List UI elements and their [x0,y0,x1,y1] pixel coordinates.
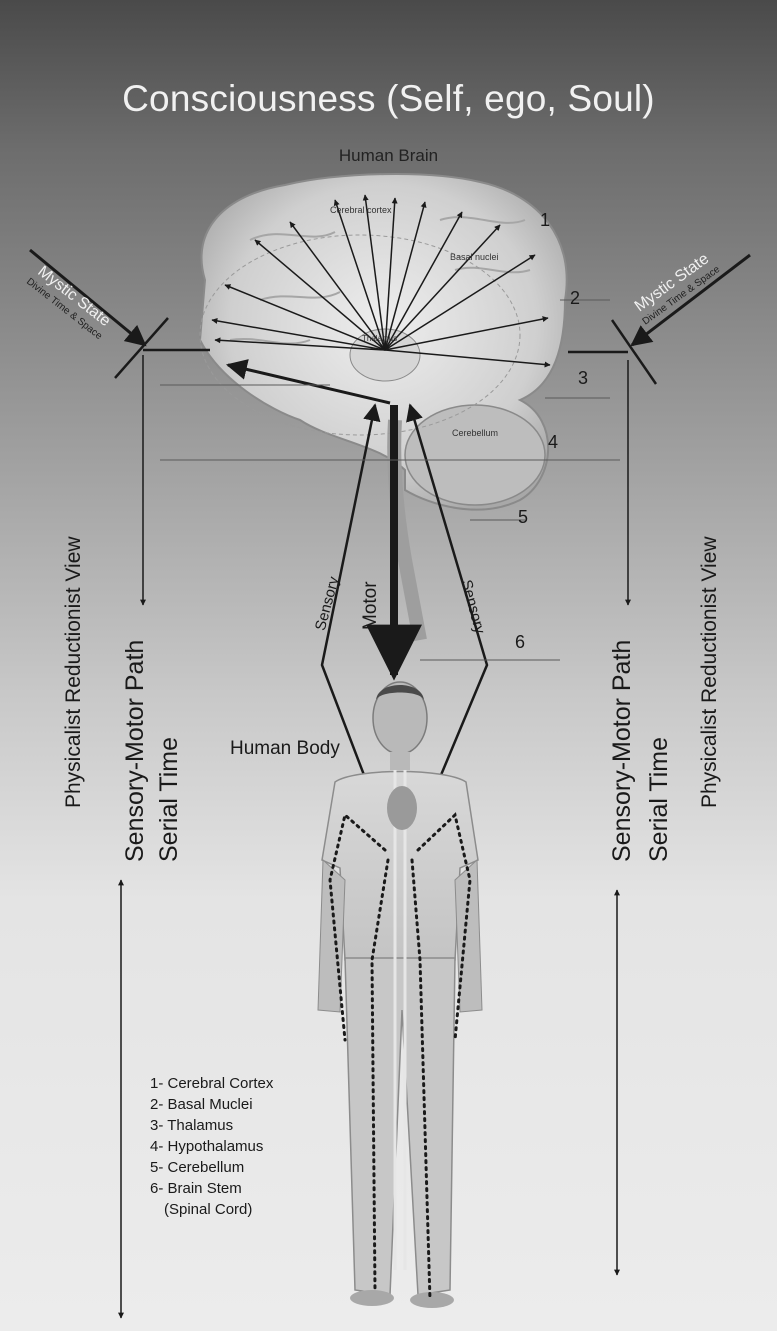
region-number-6: 6 [515,632,525,653]
region-cortex-label: Cerebral cortex [330,205,392,215]
region-number-5: 5 [518,507,528,528]
human-body-label: Human Body [230,738,340,760]
motor-label: Motor [360,581,382,630]
region-cerebellum-label: Cerebellum [452,428,498,438]
region-number-4: 4 [548,432,558,453]
region-number-3: 3 [578,368,588,389]
legend-item: 4- Hypothalamus [150,1136,273,1157]
brain-illustration [200,174,567,640]
left-serial-time-label: Serial Time [155,737,184,862]
brain-label: Human Brain [0,146,777,166]
legend-item: 2- Basal Muclei [150,1094,273,1115]
human-body-figure [318,682,482,1308]
region-number-1: 1 [540,210,550,231]
right-serial-time-label: Serial Time [645,737,674,862]
legend-item: 5- Cerebellum [150,1157,273,1178]
region-thalamus-label: Thalamus [362,334,397,343]
diagram-title: Consciousness (Self, ego, Soul) [0,78,777,120]
left-physicalist-view-label: Physicalist Reductionist View [62,536,86,808]
right-sensory-motor-label: Sensory-Motor Path [608,640,637,862]
legend-item: 6- Brain Stem [150,1178,273,1199]
region-legend: 1- Cerebral Cortex 2- Basal Muclei 3- Th… [150,1073,273,1220]
legend-item: (Spinal Cord) [150,1199,273,1220]
legend-item: 3- Thalamus [150,1115,273,1136]
right-physicalist-view-label: Physicalist Reductionist View [698,536,722,808]
region-number-2: 2 [570,288,580,309]
left-sensory-motor-label: Sensory-Motor Path [121,640,150,862]
legend-item: 1- Cerebral Cortex [150,1073,273,1094]
region-basal-label: Basal nuclei [450,252,499,262]
